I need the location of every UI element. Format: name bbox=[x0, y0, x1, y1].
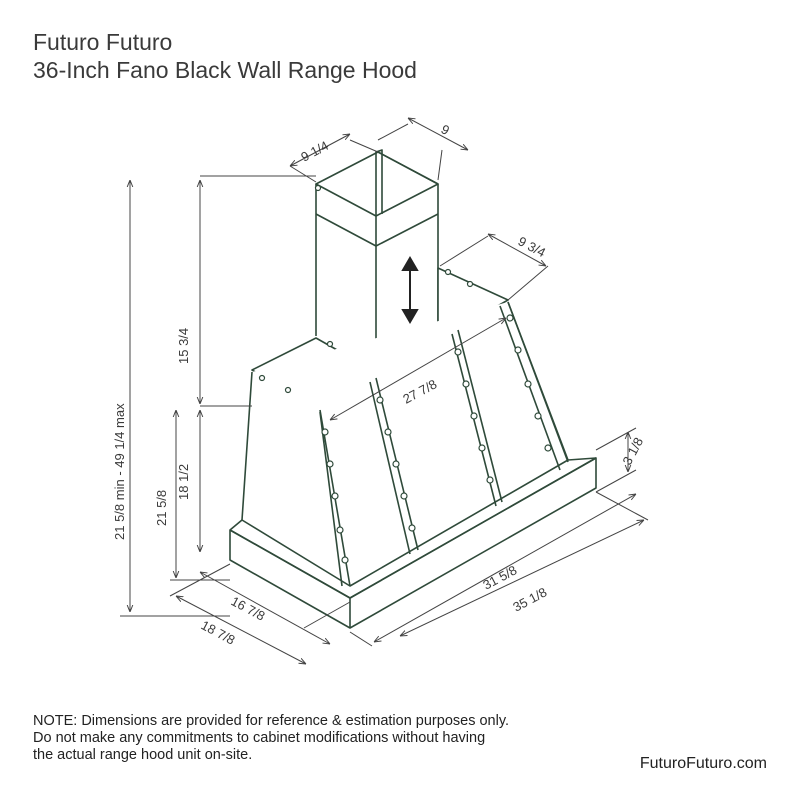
dim-line-overall-depth bbox=[176, 596, 306, 664]
dim-bottom-depth: 16 7/8 bbox=[229, 593, 268, 623]
disclaimer-note: NOTE: Dimensions are provided for refere… bbox=[33, 713, 509, 764]
website-link[interactable]: FuturoFuturo.com bbox=[639, 755, 767, 772]
dim-line-chimney-width bbox=[408, 118, 468, 150]
page-title: Futuro Futuro 36-Inch Fano Black Wall Ra… bbox=[33, 28, 417, 84]
dim-line-overall-width bbox=[400, 520, 644, 636]
note-line-3: the actual range hood unit on-site. bbox=[33, 747, 253, 763]
dim-top-depth: 9 3/4 bbox=[516, 233, 549, 260]
dim-overall-depth: 18 7/8 bbox=[199, 617, 238, 647]
note-line-2: Do not make any commitments to cabinet m… bbox=[33, 730, 486, 746]
hood-body bbox=[241, 301, 569, 587]
dim-overall-height: 21 5/8 min - 49 1/4 max bbox=[112, 403, 127, 540]
dim-line-top-width bbox=[330, 318, 506, 420]
chimney bbox=[315, 149, 439, 372]
dim-line-top-depth bbox=[488, 234, 546, 266]
dim-line-chimney-depth bbox=[290, 134, 350, 166]
dimension-lines bbox=[120, 118, 649, 664]
dim-overall-width: 35 1/8 bbox=[510, 584, 549, 614]
dim-chimney-width: 9 bbox=[439, 121, 452, 138]
dim-chimney-depth: 9 1/4 bbox=[298, 138, 331, 165]
dim-body-height: 18 1/2 bbox=[176, 464, 191, 500]
dim-chimney-height: 15 3/4 bbox=[176, 328, 191, 364]
note-line-1: NOTE: Dimensions are provided for refere… bbox=[33, 713, 510, 729]
product-title: 36-Inch Fano Black Wall Range Hood bbox=[33, 57, 417, 83]
double-arrow-vertical-icon bbox=[401, 256, 419, 324]
brand-title: Futuro Futuro bbox=[33, 29, 173, 55]
dim-hood-height: 21 5/8 bbox=[154, 490, 169, 526]
dim-base-height: 3 1/8 bbox=[619, 435, 646, 468]
